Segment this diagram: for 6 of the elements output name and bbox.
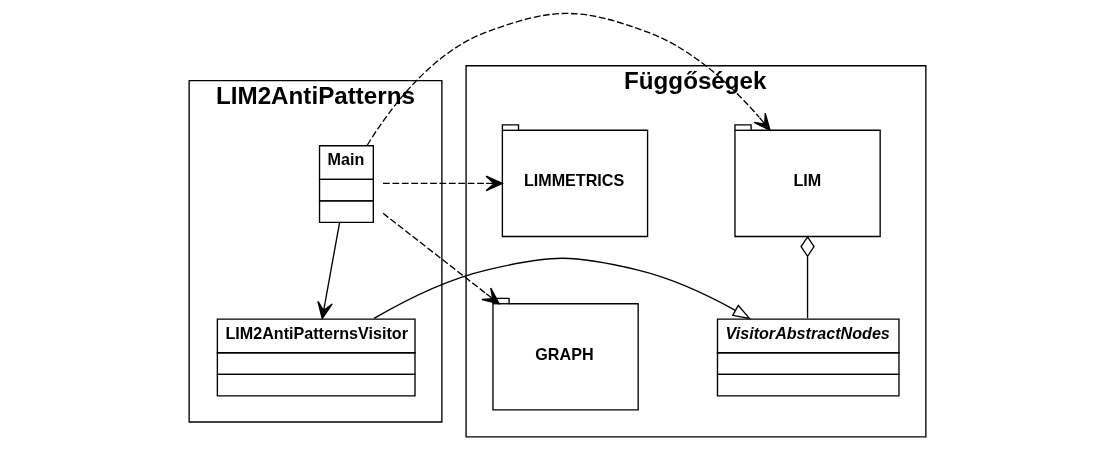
arrow — [372, 257, 751, 320]
connector — [799, 235, 815, 319]
arrow — [316, 221, 340, 320]
arrow — [381, 175, 503, 192]
arrow — [381, 212, 500, 305]
arrow — [366, 12, 771, 146]
